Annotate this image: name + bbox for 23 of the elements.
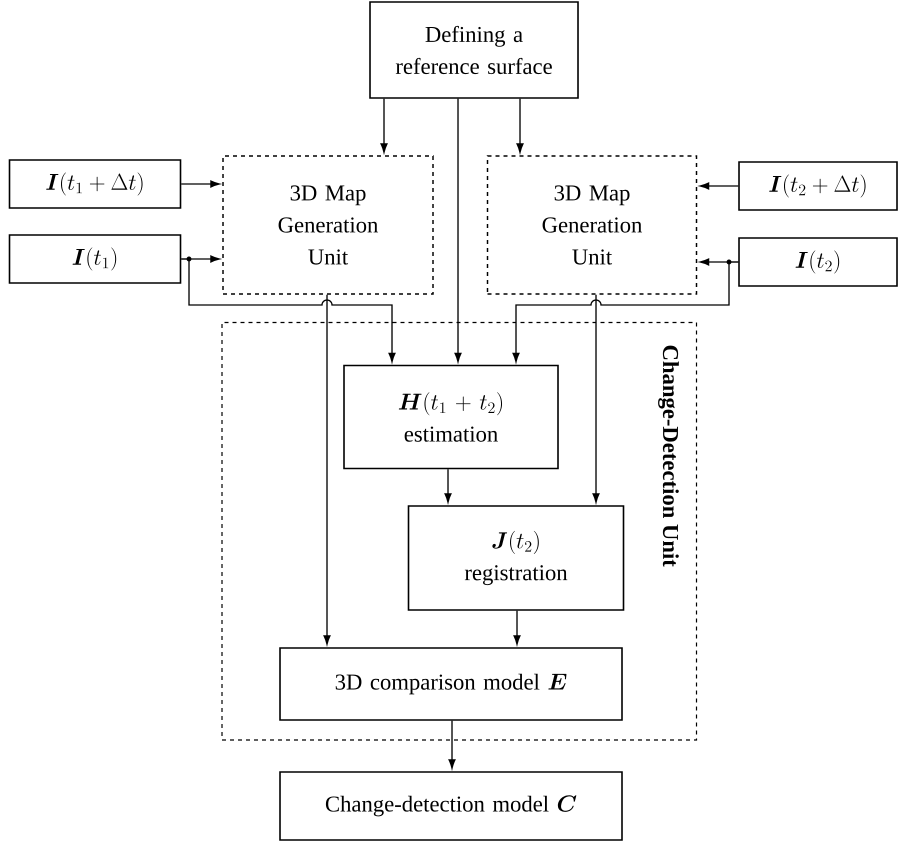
arrow: [181, 180, 220, 188]
process-box: $\bm{J}(t_2)$ registration: [408, 505, 624, 611]
arrow: [513, 610, 521, 645]
arrow: [448, 720, 456, 769]
arrow: [454, 98, 462, 362]
process-box: $\bm{H}(t_1+t_2)$ estimation: [343, 364, 559, 470]
arrow: [444, 469, 452, 503]
arrow: [592, 294, 600, 503]
input-box: $\bm{I}(t_1+\Delta t)$: [8, 159, 182, 209]
arrow: [181, 256, 396, 362]
arrow: [700, 182, 738, 190]
process-box: Defining a reference surface: [369, 1, 579, 99]
dashed-box: 3D Map Generation Unit: [486, 155, 698, 295]
process-box: Change-detection model $\bm{C}$: [279, 771, 623, 841]
process-box: 3D comparison model $\bm{E}$: [279, 647, 623, 721]
arrow: [512, 260, 738, 362]
input-box: $\bm{I}(t_1)$: [8, 234, 182, 284]
input-box: $\bm{I}(t_2)$: [738, 237, 898, 287]
arrow: [380, 98, 388, 153]
arrow: [323, 294, 331, 645]
input-box: $\bm{I}(t_2+\Delta t)$: [738, 161, 898, 211]
arrow: [516, 98, 524, 153]
dashed-box: 3D Map Generation Unit: [222, 155, 434, 295]
